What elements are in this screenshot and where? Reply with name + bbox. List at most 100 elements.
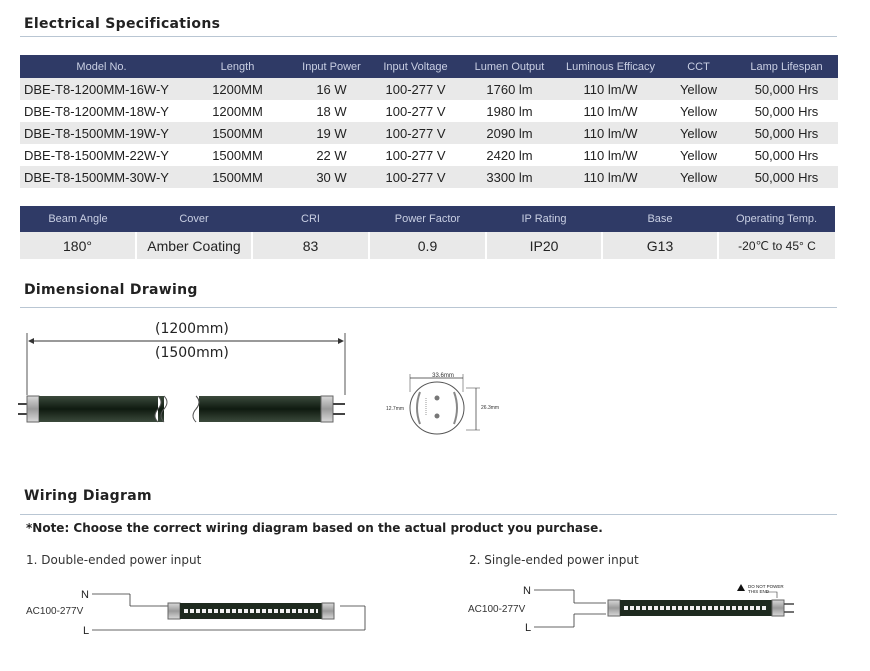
cell-model: DBE-T8-1500MM-22W-Y: [24, 147, 169, 163]
single-ended-title: 2. Single-ended power input: [469, 553, 639, 567]
cell-length: 1500MM: [183, 122, 292, 144]
header-input-voltage: Input Voltage: [371, 55, 460, 78]
cell-model: DBE-T8-1200MM-18W-Y: [24, 103, 169, 119]
cell-cct: Yellow: [662, 78, 735, 100]
header-base: Base: [602, 206, 718, 232]
cell-lumen-output: 1760 lm: [460, 78, 559, 100]
table-row: DBE-T8-1500MM-19W-Y 1500MM 19 W 100-277 …: [20, 122, 838, 144]
cell-base: G13: [602, 232, 719, 259]
cell-operating-temp: -20℃ to 45° C: [718, 232, 835, 259]
cell-lumen-output: 2420 lm: [486, 147, 533, 163]
cell-efficacy: 110 lm/W: [583, 147, 638, 163]
cell-power-factor: 0.9: [369, 232, 487, 259]
header-lamp-lifespan: Lamp Lifespan: [735, 55, 838, 78]
double-ended-wiring-diagram: N L AC100-277V: [26, 589, 366, 637]
electrical-spec-table: Model No. Length Input Power Input Volta…: [20, 55, 838, 188]
cell-length: 1500MM: [183, 166, 292, 188]
cell-input-power: 22 W: [316, 147, 347, 163]
cell-lifespan: 50,000 Hrs: [735, 122, 838, 144]
cell-input-voltage: 100-277 V: [385, 103, 446, 119]
cell-cover: Amber Coating: [136, 232, 253, 259]
cell-cct: Yellow: [662, 122, 735, 144]
cell-length: 1500MM: [212, 147, 263, 163]
header-operating-temp: Operating Temp.: [718, 206, 835, 232]
spec-table-header: Model No. Length Input Power Input Volta…: [20, 55, 838, 78]
spec-table2-header: Beam Angle Cover CRI Power Factor IP Rat…: [20, 206, 835, 232]
electrical-specifications-title: Electrical Specifications: [24, 16, 221, 32]
cell-input-voltage: 100-277 V: [371, 122, 460, 144]
voltage-label: AC100-277V: [26, 606, 84, 617]
l-label: L: [525, 622, 531, 634]
header-model: Model No.: [20, 55, 183, 78]
cell-length: 1200MM: [212, 103, 263, 119]
header-length: Length: [183, 55, 292, 78]
cell-model: DBE-T8-1500MM-19W-Y: [20, 122, 183, 144]
header-luminous-efficacy: Luminous Efficacy: [559, 55, 662, 78]
cell-length: 1200MM: [183, 78, 292, 100]
cell-input-voltage: 100-277 V: [385, 147, 446, 163]
cell-cri: 83: [252, 232, 370, 259]
length-1500-label: (1500mm): [155, 345, 229, 361]
header-cover: Cover: [136, 206, 252, 232]
cell-input-power: 19 W: [292, 122, 371, 144]
wiring-diagram-title: Wiring Diagram: [24, 488, 152, 504]
cell-lumen-output: 2090 lm: [460, 122, 559, 144]
n-label: N: [81, 589, 89, 601]
table-row: DBE-T8-1200MM-18W-Y 1200MM 18 W 100-277 …: [20, 100, 838, 122]
section-rule: [20, 514, 837, 515]
cell-input-power: 30 W: [292, 166, 371, 188]
pin-spacing-label: 12.7mm: [386, 406, 404, 412]
cell-cct: Yellow: [662, 166, 735, 188]
cell-input-voltage: 100-277 V: [371, 78, 460, 100]
header-ip-rating: IP Rating: [486, 206, 602, 232]
cell-efficacy: 110 lm/W: [583, 103, 638, 119]
single-ended-wiring-diagram: N L AC100-277V DO NOT POWER THIS END: [468, 584, 794, 634]
length-dimension-line: [26, 333, 346, 395]
cell-model: DBE-T8-1500MM-30W-Y: [20, 166, 183, 188]
cell-efficacy: 110 lm/W: [559, 78, 662, 100]
voltage-label: AC100-277V: [468, 604, 526, 615]
tube-end-view: 33.6mm 12.7mm 26.3mm: [386, 373, 499, 435]
diameter-label: 26.3mm: [481, 405, 499, 411]
warning-text-line1: DO NOT POWER: [748, 584, 784, 589]
table-row: DBE-T8-1200MM-16W-Y 1200MM 16 W 100-277 …: [20, 78, 838, 100]
header-cct: CCT: [662, 55, 735, 78]
warning-icon: [737, 584, 745, 591]
warning-text-line2: THIS END: [748, 589, 770, 594]
tube-side-view: [18, 394, 345, 424]
length-1200-label: (1200mm): [155, 321, 229, 337]
optical-spec-table: Beam Angle Cover CRI Power Factor IP Rat…: [20, 206, 835, 259]
cell-input-power: 18 W: [316, 103, 347, 119]
cell-beam-angle: 180°: [20, 232, 137, 259]
header-input-power: Input Power: [292, 55, 371, 78]
header-cri: CRI: [252, 206, 369, 232]
cell-ip-rating: IP20: [486, 232, 603, 259]
cell-model: DBE-T8-1200MM-16W-Y: [20, 78, 183, 100]
double-ended-title: 1. Double-ended power input: [26, 553, 202, 567]
table-row: DBE-T8-1500MM-22W-Y 1500MM 22 W 100-277 …: [20, 144, 838, 166]
l-label: L: [83, 625, 89, 637]
section-rule: [20, 307, 837, 308]
cell-lumen-output: 1980 lm: [486, 103, 533, 119]
table-row: 180° Amber Coating 83 0.9 IP20 G13 -20℃ …: [20, 232, 835, 259]
cell-input-voltage: 100-277 V: [371, 166, 460, 188]
cell-efficacy: 110 lm/W: [559, 166, 662, 188]
section-rule: [20, 36, 837, 37]
wiring-note: *Note: Choose the correct wiring diagram…: [26, 521, 603, 535]
cell-efficacy: 110 lm/W: [559, 122, 662, 144]
cell-input-power: 16 W: [292, 78, 371, 100]
end-width-label: 33.6mm: [432, 373, 454, 379]
cell-lifespan: 50,000 Hrs: [735, 166, 838, 188]
header-beam-angle: Beam Angle: [20, 206, 136, 232]
header-lumen-output: Lumen Output: [460, 55, 559, 78]
table-row: DBE-T8-1500MM-30W-Y 1500MM 30 W 100-277 …: [20, 166, 838, 188]
dimensional-drawing-title: Dimensional Drawing: [24, 282, 198, 298]
cell-lumen-output: 3300 lm: [460, 166, 559, 188]
cell-lifespan: 50,000 Hrs: [754, 147, 819, 163]
cell-lifespan: 50,000 Hrs: [735, 78, 838, 100]
header-power-factor: Power Factor: [369, 206, 486, 232]
cell-lifespan: 50,000 Hrs: [754, 103, 819, 119]
n-label: N: [523, 585, 531, 597]
cell-cct: Yellow: [679, 147, 718, 163]
